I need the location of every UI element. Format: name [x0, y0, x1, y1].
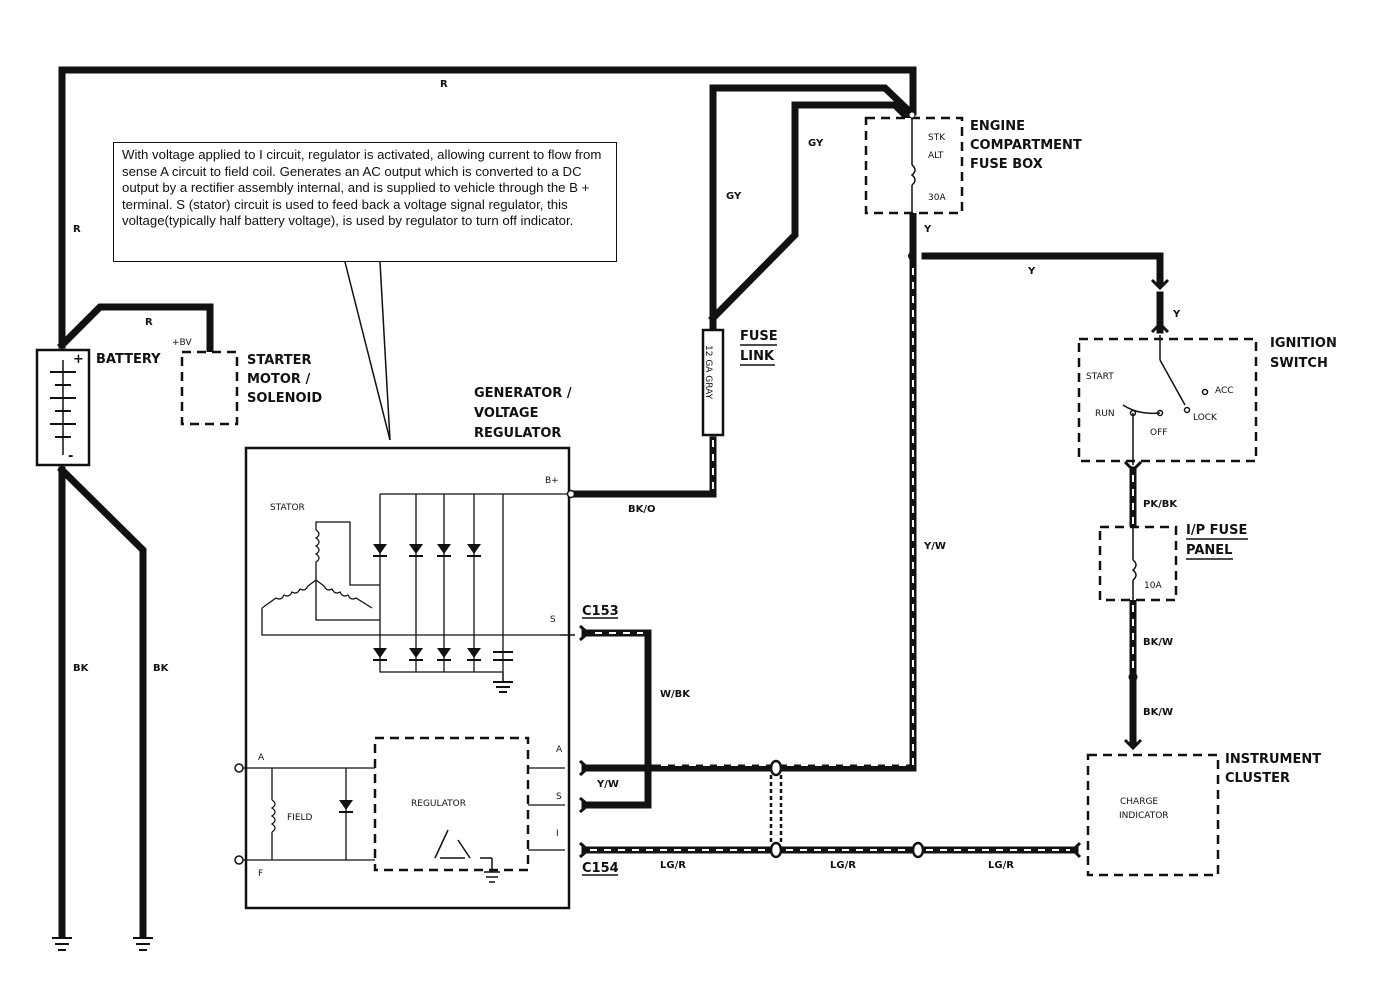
splice-connectors: [769, 759, 925, 859]
terminal-s-label: S: [550, 615, 556, 625]
wire-label-yw-vertical: Y/W: [923, 541, 946, 552]
starter-terminal-label: +BV: [172, 338, 192, 348]
terminal-f-label: F: [258, 869, 263, 879]
wire-label-r-left: R: [73, 224, 81, 235]
field-label: FIELD: [287, 813, 313, 823]
ign-lock-label: LOCK: [1193, 413, 1218, 423]
wire-label-bk-left: BK: [73, 663, 90, 674]
wire-label-lgr2: LG/R: [830, 860, 856, 871]
terminal-s2-label: S: [556, 792, 562, 802]
ign-run-label: RUN: [1095, 409, 1115, 419]
engine-fuse-box: [864, 116, 964, 215]
ign-start-label: START: [1086, 372, 1114, 382]
terminal-f-input: [234, 855, 244, 865]
terminal-b-plus-label: B+: [545, 476, 559, 486]
fuse-stk-label: STK: [928, 133, 946, 143]
ign-acc-label: ACC: [1215, 386, 1234, 396]
wire-label-bkw2: BK/W: [1143, 707, 1173, 718]
regulator-label: REGULATOR: [411, 799, 466, 809]
cluster-label-1: INSTRUMENT: [1225, 752, 1321, 767]
charge-indicator-label-2: INDICATOR: [1119, 811, 1169, 821]
ign-off-label: OFF: [1150, 428, 1167, 438]
fuse-box-label-1: ENGINE: [970, 119, 1025, 134]
fuse-icon: [910, 164, 916, 186]
ip-fuse-label-2: PANEL: [1186, 543, 1232, 558]
battery-label: BATTERY: [96, 352, 161, 367]
regulator-box: [373, 736, 530, 872]
fuse-box-label-2: COMPARTMENT: [970, 138, 1082, 153]
wire-gy-inner: [708, 101, 915, 323]
generator-label-2: VOLTAGE: [474, 406, 539, 421]
ip-fuse-10a-label: 10A: [1144, 581, 1162, 591]
wire-label-lgr1: LG/R: [660, 860, 686, 871]
wire-bko: [571, 436, 717, 498]
terminal-a-input: [234, 763, 244, 773]
stator-label: STATOR: [270, 503, 305, 513]
ip-fuse-panel-box: [1098, 525, 1178, 602]
wire-label-y-horizontal: Y: [1027, 266, 1036, 277]
wire-wbk: [581, 629, 652, 809]
wire-yw-vertical: [651, 261, 917, 772]
terminal-a-left-label: A: [258, 753, 265, 763]
connector-c153: C153: [582, 604, 619, 619]
diode-icons: [373, 544, 513, 661]
ip-fuse-label-1: I/P FUSE: [1186, 523, 1247, 538]
fuse-link-label-1: FUSE: [740, 329, 778, 344]
generator-label-1: GENERATOR /: [474, 386, 572, 401]
cluster-label-2: CLUSTER: [1225, 771, 1290, 786]
terminal-i-label: I: [556, 829, 559, 839]
wire-label-gy1: GY: [808, 138, 824, 149]
wire-label-bko: BK/O: [628, 504, 656, 515]
wire-label-bkw1: BK/W: [1143, 637, 1173, 648]
wire-bk-right: [57, 465, 147, 939]
fuse-link-gauge: 12 GA GRAY: [703, 345, 713, 400]
starter-label-3: SOLENOID: [247, 391, 322, 406]
fuse-link-label-2: LINK: [740, 349, 775, 364]
wire-label-y-fuse: Y: [923, 224, 932, 235]
ignition-label-1: IGNITION: [1270, 336, 1337, 351]
fuse-link-box: [701, 328, 725, 437]
wire-r-starter: [57, 303, 214, 354]
terminal-b-plus: [566, 489, 576, 499]
charge-indicator-label-1: CHARGE: [1120, 797, 1158, 807]
wire-label-bk-right: BK: [153, 663, 170, 674]
starter-label-1: STARTER: [247, 353, 311, 368]
battery-symbol: [35, 348, 91, 467]
splice-dot-bkw: [1128, 672, 1138, 682]
fuse-box-label-3: FUSE BOX: [970, 157, 1043, 172]
description-note: With voltage applied to I circuit, regul…: [113, 142, 617, 262]
ground-icon-left: [52, 937, 72, 951]
starter-box: [180, 350, 239, 426]
wire-y-horizontal: [921, 252, 1164, 286]
instrument-cluster-box: [1086, 753, 1220, 877]
ground-icon-right: [133, 937, 153, 951]
battery-plus-label: +: [73, 352, 84, 367]
ignition-label-2: SWITCH: [1270, 356, 1328, 371]
wire-label-y-ign: Y: [1172, 309, 1181, 320]
wire-label-r-top: R: [440, 79, 448, 90]
connector-c154: C154: [582, 861, 619, 876]
wire-gy-outer: [709, 84, 915, 334]
ignition-switch-box: [1077, 337, 1258, 463]
connector-chevrons: [579, 624, 591, 859]
wire-label-gy2: GY: [726, 191, 742, 202]
battery-minus-label: -: [68, 449, 73, 464]
stator-coil-icon: [261, 521, 560, 636]
wire-label-pkbk: PK/BK: [1143, 499, 1178, 510]
fuse-30a-label: 30A: [928, 193, 946, 203]
ignition-switch-contacts: [1122, 335, 1209, 465]
wire-label-wbk: W/BK: [660, 689, 691, 700]
wire-label-lgr3: LG/R: [988, 860, 1014, 871]
transistor-icon: [434, 829, 500, 883]
terminal-a-label: A: [556, 745, 563, 755]
ground-icon-generator: [493, 672, 513, 693]
starter-label-2: MOTOR /: [247, 372, 310, 387]
fuse-alt-label: ALT: [928, 151, 944, 161]
generator-label-3: REGULATOR: [474, 426, 561, 441]
wire-label-yw-short: Y/W: [596, 779, 619, 790]
wire-r-main: [58, 66, 917, 349]
splice-dot-y: [908, 252, 916, 260]
wire-label-r-starter: R: [145, 317, 153, 328]
